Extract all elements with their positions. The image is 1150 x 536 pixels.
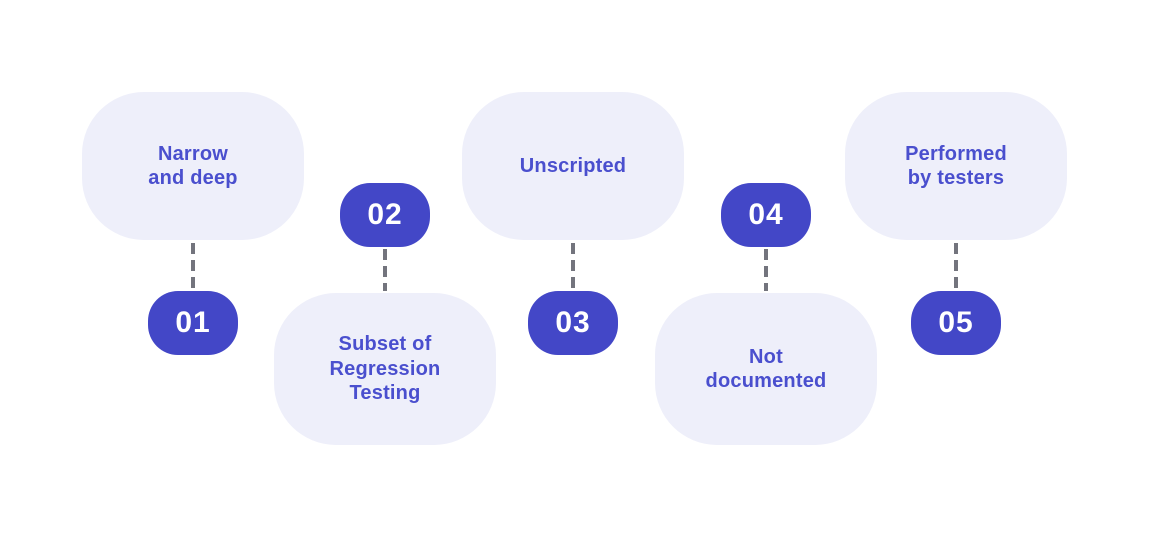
step-4-number-badge: 04 — [721, 183, 811, 247]
step-3-number-badge: 03 — [528, 291, 618, 355]
step-5-number: 05 — [938, 306, 974, 339]
step-1-label: Narrow and deep — [148, 142, 238, 189]
step-4-number: 04 — [748, 198, 784, 231]
step-1-description-bubble: Narrow and deep — [82, 92, 304, 240]
step-3-dashed-connector — [571, 243, 575, 289]
step-3-number: 03 — [555, 306, 591, 339]
step-5-number-badge: 05 — [911, 291, 1001, 355]
step-4-label: Not documented — [705, 345, 827, 392]
step-5-description-bubble: Performed by testers — [845, 92, 1067, 240]
step-2-description-bubble: Subset of Regression Testing — [274, 293, 496, 445]
step-1-dashed-connector — [191, 243, 195, 289]
step-3-label: Unscripted — [519, 154, 627, 177]
step-1-number-badge: 01 — [148, 291, 238, 355]
step-4-dashed-connector — [764, 249, 768, 291]
step-2-label: Subset of Regression Testing — [329, 333, 441, 405]
step-1-number: 01 — [175, 306, 211, 339]
step-2-dashed-connector — [383, 249, 387, 291]
step-3-description-bubble: Unscripted — [462, 92, 684, 240]
step-2-number: 02 — [367, 198, 403, 231]
step-2-number-badge: 02 — [340, 183, 430, 247]
step-4-description-bubble: Not documented — [655, 293, 877, 445]
step-5-label: Performed by testers — [905, 142, 1007, 189]
step-5-dashed-connector — [954, 243, 958, 289]
